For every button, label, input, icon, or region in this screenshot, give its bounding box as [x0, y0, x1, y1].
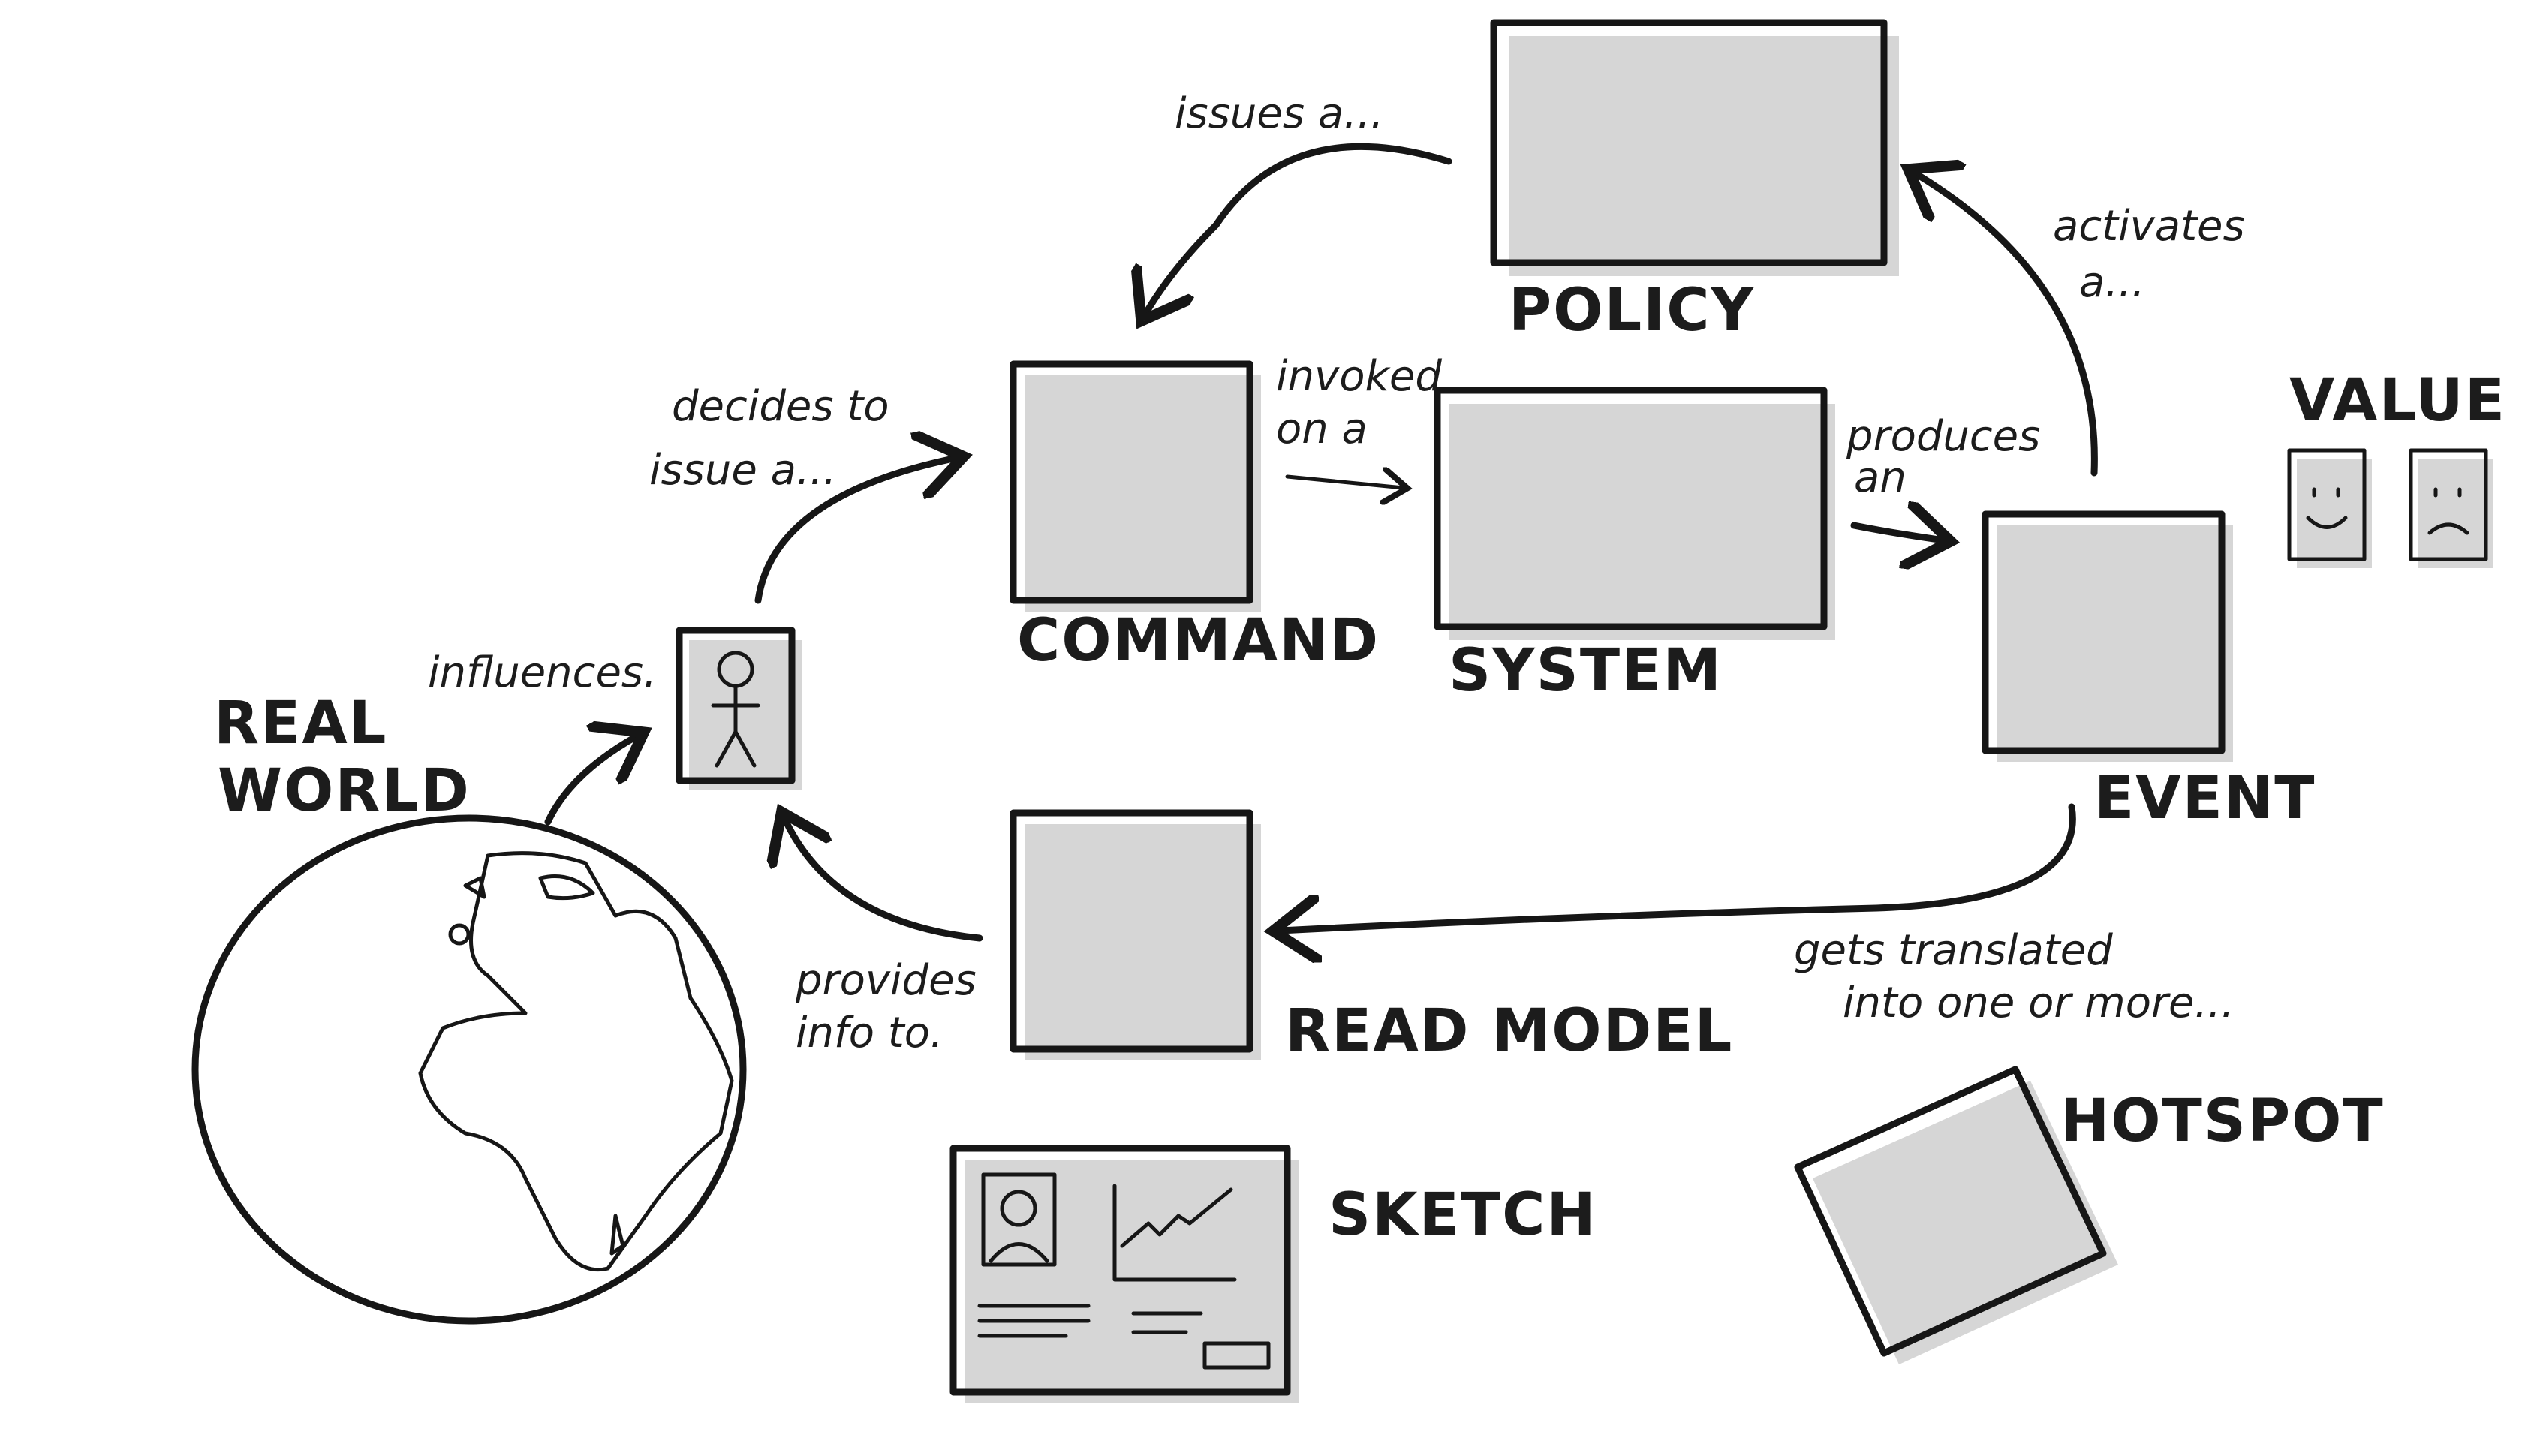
command-label: COMMAND — [1017, 607, 1380, 675]
read-model-group: READ MODEL — [1010, 809, 1733, 1065]
command-shadow — [1025, 375, 1261, 612]
stick-figure-icon — [711, 651, 760, 768]
sketch-card — [949, 1145, 1291, 1396]
value-good-sticky — [2287, 448, 2367, 561]
note-decides-line1: decides to — [672, 382, 889, 431]
note-decides-line2: issue a... — [649, 446, 836, 495]
arrow-world-to-actor — [544, 736, 638, 826]
arrow-event-to-read-model — [1280, 803, 2076, 931]
note-activates-line1: activates — [2053, 202, 2245, 251]
event-label: EVENT — [2094, 765, 2316, 832]
value-bad-shadow — [2418, 459, 2493, 568]
earth-globe-icon — [191, 814, 747, 1325]
value-good-shadow — [2297, 459, 2372, 568]
hotspot-group: HOTSPOT — [1794, 1066, 2385, 1364]
read-model-shadow — [1025, 824, 1261, 1060]
read-model-sticky — [1010, 809, 1253, 1053]
note-invoked-line2: on a — [1276, 405, 1368, 453]
system-label: SYSTEM — [1449, 637, 1723, 705]
note-invoked-line1: invoked — [1276, 352, 1442, 401]
value-bad-sticky — [2409, 448, 2488, 561]
actor-shadow — [689, 640, 802, 790]
note-produces-line1: produces — [1846, 412, 2040, 461]
real-world-label-line2: WORLD — [218, 757, 471, 825]
sad-face-icon — [2427, 487, 2469, 535]
policy-shadow — [1509, 36, 1899, 276]
value-label: VALUE — [2289, 367, 2506, 435]
value-group: VALUE — [2287, 367, 2506, 568]
system-sticky — [1434, 387, 1828, 630]
hotspot-label: HOTSPOT — [2060, 1087, 2385, 1155]
actor-group — [676, 627, 802, 790]
policy-label: POLICY — [1509, 277, 1755, 344]
event-shadow — [1997, 525, 2233, 762]
command-group: COMMAND — [1010, 360, 1380, 675]
hotspot-shadow — [1813, 1081, 2118, 1364]
note-provides-line1: provides — [795, 956, 977, 1005]
arrow-event-to-policy — [1914, 173, 2098, 477]
arrow-policy-to-command — [1145, 143, 1452, 315]
note-translated-line1: gets translated — [1794, 926, 2113, 975]
policy-group: POLICY — [1490, 19, 1899, 344]
event-group: EVENT — [1982, 510, 2316, 832]
note-activates-line2: a... — [2079, 258, 2145, 307]
portrait-icon — [981, 1172, 1057, 1267]
command-sticky — [1010, 360, 1253, 604]
note-provides-line2: info to. — [796, 1009, 943, 1057]
note-produces-line2: an — [1854, 453, 1907, 502]
note-influences: influences. — [428, 648, 657, 697]
system-group: SYSTEM — [1434, 387, 1835, 705]
sketch-text-lines — [977, 1304, 1271, 1370]
actor-sticky — [676, 627, 796, 784]
arrow-system-to-event — [1850, 525, 1944, 540]
note-translated-line2: into one or more... — [1843, 979, 2235, 1027]
arrow-actor-to-command — [754, 458, 957, 604]
system-shadow — [1449, 404, 1835, 640]
arrows — [544, 143, 2098, 942]
happy-face-icon — [2306, 487, 2348, 529]
line-chart-icon — [1112, 1184, 1237, 1282]
real-world-label-line1: REAL — [214, 690, 387, 757]
sketch-group: SKETCH — [949, 1145, 1597, 1403]
note-issues: issues a... — [1175, 89, 1384, 138]
hotspot-sticky — [1794, 1066, 2107, 1357]
arrow-read-model-to-actor — [784, 818, 983, 942]
annotations: issues a... activates a... decides to is… — [428, 89, 2245, 1057]
real-world-group: REAL WORLD — [191, 690, 747, 1325]
read-model-label: READ MODEL — [1285, 997, 1733, 1065]
policy-sticky — [1490, 19, 1888, 266]
event-sticky — [1982, 510, 2226, 754]
arrow-command-to-system — [1285, 477, 1404, 488]
sketch-label: SKETCH — [1329, 1181, 1597, 1249]
